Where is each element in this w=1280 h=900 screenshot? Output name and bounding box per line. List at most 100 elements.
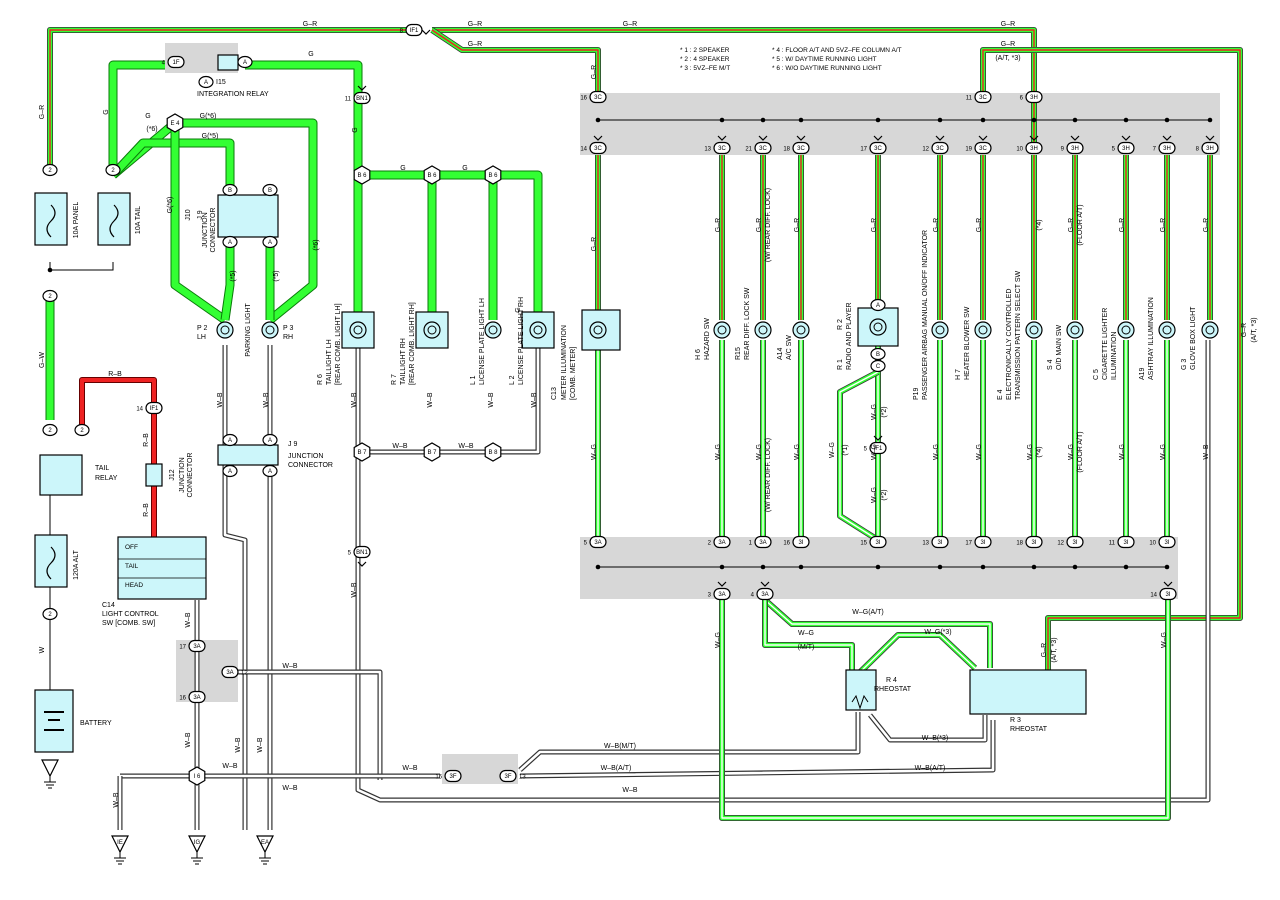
label-p5-rh: (*5) xyxy=(273,270,280,281)
connector-3h-7 xyxy=(1158,141,1176,155)
connector-3h-10-code: 3H xyxy=(1030,146,1038,152)
connector-bn1-11 xyxy=(353,91,371,105)
c5-name-1: CIGARETTE LIGHTER xyxy=(1102,308,1109,380)
connector-bn1-5-code: BN1 xyxy=(356,550,368,556)
label-at3-right: (A/T, *3) xyxy=(1251,317,1258,342)
label-g-b6b: G xyxy=(462,165,467,172)
wire-wg3-stripe xyxy=(851,634,976,681)
switch-position-label: TAIL xyxy=(125,563,139,570)
wire-gr-top-left-stripe xyxy=(49,29,410,165)
connector-arrow xyxy=(758,135,768,141)
connector-3h-5-code: 3H xyxy=(1122,146,1130,152)
connector-3f-16-code: 3F xyxy=(449,774,456,780)
pin-number: 16 xyxy=(783,541,790,547)
light-switch-id: C14 xyxy=(102,602,115,609)
connector-arrow xyxy=(421,29,431,35)
label-wg-3a3: W–G xyxy=(715,632,722,648)
connector-3a-16 xyxy=(188,690,206,704)
lamp-c13 xyxy=(589,321,607,339)
integration-relay-box xyxy=(217,54,239,71)
note-right: * 6 : W/O DAYTIME RUNNING LIGHT xyxy=(772,65,882,72)
lamp-radio-filament xyxy=(873,322,883,332)
a14-name: A/C SW xyxy=(786,335,793,360)
label-wb-ea2: W–B xyxy=(257,737,264,753)
jc-label-1: JUNCTION xyxy=(202,212,209,247)
connector-3i-14-out xyxy=(1159,587,1177,601)
label-gr-left: G–R xyxy=(39,105,46,119)
j10-pin-b1-label: B xyxy=(228,188,232,194)
label-wg-drop: W–G xyxy=(933,444,940,460)
connector-3f-13-code: 3F xyxy=(504,774,511,780)
connector-3a-16-code: 3A xyxy=(193,695,200,701)
lamp-p3 xyxy=(261,321,279,339)
junction-dot xyxy=(980,117,986,123)
wire-gr-to-3c16 xyxy=(430,27,601,97)
label-rb-j12: R–B xyxy=(143,433,150,447)
r7-name: TAILLIGHT RH xyxy=(400,338,407,385)
lamp-panel xyxy=(1117,321,1135,339)
connector-3h-5 xyxy=(1117,141,1135,155)
connector-3i-17-lower xyxy=(974,535,992,549)
wire-wg-at-stripe xyxy=(764,599,991,668)
r4-name: RHEOSTAT xyxy=(874,686,912,693)
label-gr-drop: G–R xyxy=(794,218,801,232)
fuse-alt-element xyxy=(46,546,56,580)
pin-number: 2 xyxy=(708,541,712,547)
label-wg-drop: W–G xyxy=(1068,444,1075,460)
radio-pin-a-label: A xyxy=(876,303,880,309)
wire-label-w: W xyxy=(39,646,46,653)
relay-circle-label: A xyxy=(204,80,208,86)
label-wb-bn1: W–B xyxy=(351,582,358,598)
pin-number: 14 xyxy=(136,407,143,413)
r3-id: R 3 xyxy=(1010,717,1021,724)
alt-out-pin-label: 2 xyxy=(48,612,52,618)
j10-pin-b2 xyxy=(262,183,278,197)
lamp-l1-filament xyxy=(488,325,498,335)
label-wg-drop: W–G xyxy=(976,444,983,460)
junction-dot xyxy=(980,564,986,570)
label-g-tail: G xyxy=(103,109,110,114)
label-p5-lh: (*5) xyxy=(230,270,237,281)
connector-3i-11-lower-code: 3I xyxy=(1123,540,1128,546)
c5-name-2: ILLUMINATION xyxy=(1111,332,1118,381)
fuse-alt-label: 120A ALT xyxy=(73,549,80,580)
jc-label-2: CONNECTOR xyxy=(210,208,217,253)
connector-1f-code: 1F xyxy=(172,60,179,66)
wire-g5-core xyxy=(110,139,234,190)
junction-dot xyxy=(595,117,601,123)
connector-3h-6-upper-code: 3H xyxy=(1030,95,1038,101)
wire-wb-mt xyxy=(518,712,861,772)
junction-dot xyxy=(1031,117,1037,123)
junction-dot xyxy=(1123,117,1129,123)
label-wgat: W–G(A/T) xyxy=(852,609,884,616)
j9-pin-a3-label: A xyxy=(228,469,232,475)
pin-number: 11 xyxy=(345,97,352,103)
ground-ig xyxy=(188,835,206,854)
rheostat-r3 xyxy=(969,669,1087,715)
h7-name: HEATER BLOWER SW xyxy=(964,306,971,380)
connector-3c-19 xyxy=(974,141,992,155)
c5-id: C 5 xyxy=(1093,369,1100,380)
r4-id: R 4 xyxy=(886,677,897,684)
lamp-r7-filament xyxy=(427,325,437,335)
pin-number: 14 xyxy=(580,147,587,153)
note-right: * 5 : W/ DAYTIME RUNNING LIGHT xyxy=(772,56,877,63)
connector-3h-9 xyxy=(1066,141,1084,155)
label-gr-right: G–R xyxy=(1241,323,1248,337)
connector-3a-4-out xyxy=(756,587,774,601)
label-g-l2: G xyxy=(515,307,522,312)
j9-pin-a3 xyxy=(222,464,238,478)
r3-name: RHEOSTAT xyxy=(1010,726,1048,733)
r15-id: R15 xyxy=(735,347,742,360)
label-wg-drop: W–G xyxy=(756,444,763,460)
splice-b6-a xyxy=(353,165,371,185)
label-wg-mt-1: W–G xyxy=(798,630,814,637)
wire-wg-bottom-loop-stripe xyxy=(721,600,1169,819)
junction-dot xyxy=(1164,564,1170,570)
connector-if1-8-code: IF1 xyxy=(410,28,419,34)
wire-g6-left-core xyxy=(171,123,228,323)
lamp-p2-filament xyxy=(220,325,230,335)
splice-b8 xyxy=(484,442,502,462)
a19-name: ASHTRAY ILLUMINATION xyxy=(1148,297,1155,380)
